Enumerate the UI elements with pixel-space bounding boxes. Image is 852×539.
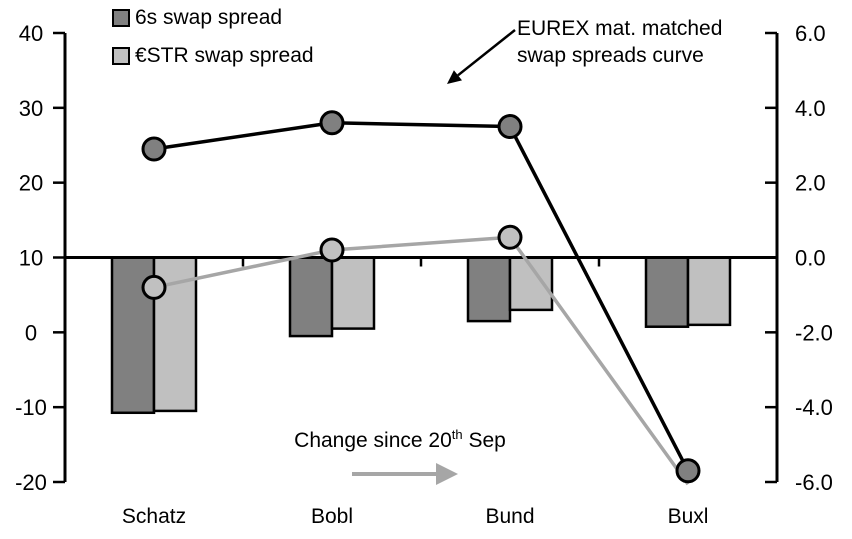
left-axis-tick-label: -10 — [15, 395, 47, 420]
marker-6s-schatz — [141, 136, 167, 162]
marker-6s-bund — [497, 114, 523, 140]
legend-swatch-estr-icon — [112, 47, 130, 65]
right-axis-tick-label: -4.0 — [795, 395, 833, 420]
left-axis-tick-label: 30 — [19, 96, 43, 121]
legend-item-6s-swap-spread: 6s swap spread — [112, 6, 314, 30]
bar-6s-bobl — [288, 256, 334, 338]
change-annotation-prefix: Change since 20 — [294, 429, 452, 452]
category-label-bund: Bund — [485, 505, 534, 528]
right-axis-tick-label: -6.0 — [795, 470, 833, 495]
left-axis-tick-label: 20 — [19, 171, 43, 196]
right-axis-tick-label: 2.0 — [795, 171, 826, 196]
left-axis-tick-label: 10 — [19, 246, 43, 271]
marker-estr-schatz — [141, 274, 167, 300]
legend-item-estr-swap-spread: €STR swap spread — [112, 44, 314, 68]
right-axis-tick-label: 4.0 — [795, 96, 826, 121]
curve-annotation-line1: EUREX mat. matched — [517, 17, 723, 40]
left-axis-tick-label: 40 — [19, 21, 43, 46]
curve-annotation-arrow-icon-shaft — [457, 29, 516, 77]
legend-label-6s: 6s swap spread — [135, 6, 283, 29]
bar-6s-bund — [466, 256, 512, 323]
bar-estr-bobl — [330, 256, 376, 330]
right-axis-tick-label: -2.0 — [795, 320, 833, 345]
legend-swatch-6s-icon — [112, 9, 130, 27]
curve-annotation: EUREX mat. matched swap spreads curve — [517, 15, 722, 69]
change-annotation-arrow-icon-head — [436, 463, 458, 485]
line-estr-curve — [153, 235, 690, 486]
marker-6s-buxl — [675, 458, 701, 484]
change-annotation-suffix: Sep — [462, 429, 506, 452]
marker-6s-bobl — [319, 110, 345, 136]
category-label-bobl: Bobl — [311, 505, 353, 528]
legend-label-estr: €STR swap spread — [135, 44, 314, 67]
left-axis-tick-label: -20 — [15, 470, 47, 495]
right-axis-tick-label: 0.0 — [795, 246, 826, 271]
curve-annotation-arrow-icon-head — [447, 70, 463, 84]
marker-estr-bobl — [319, 237, 345, 263]
left-axis-tick-label: 0 — [25, 320, 37, 345]
category-label-schatz: Schatz — [122, 505, 186, 528]
change-annotation-superscript: th — [451, 427, 463, 442]
category-label-buxl: Buxl — [668, 505, 709, 528]
right-axis-tick-label: 6.0 — [795, 21, 826, 46]
bar-6s-buxl — [644, 256, 690, 328]
line-6s-curve — [153, 121, 690, 472]
curve-annotation-line2: swap spreads curve — [517, 44, 704, 67]
marker-estr-bund — [497, 224, 523, 250]
legend: 6s swap spread €STR swap spread — [112, 6, 314, 68]
change-annotation: Change since 20th Sep — [283, 427, 517, 453]
bar-estr-buxl — [686, 256, 732, 327]
